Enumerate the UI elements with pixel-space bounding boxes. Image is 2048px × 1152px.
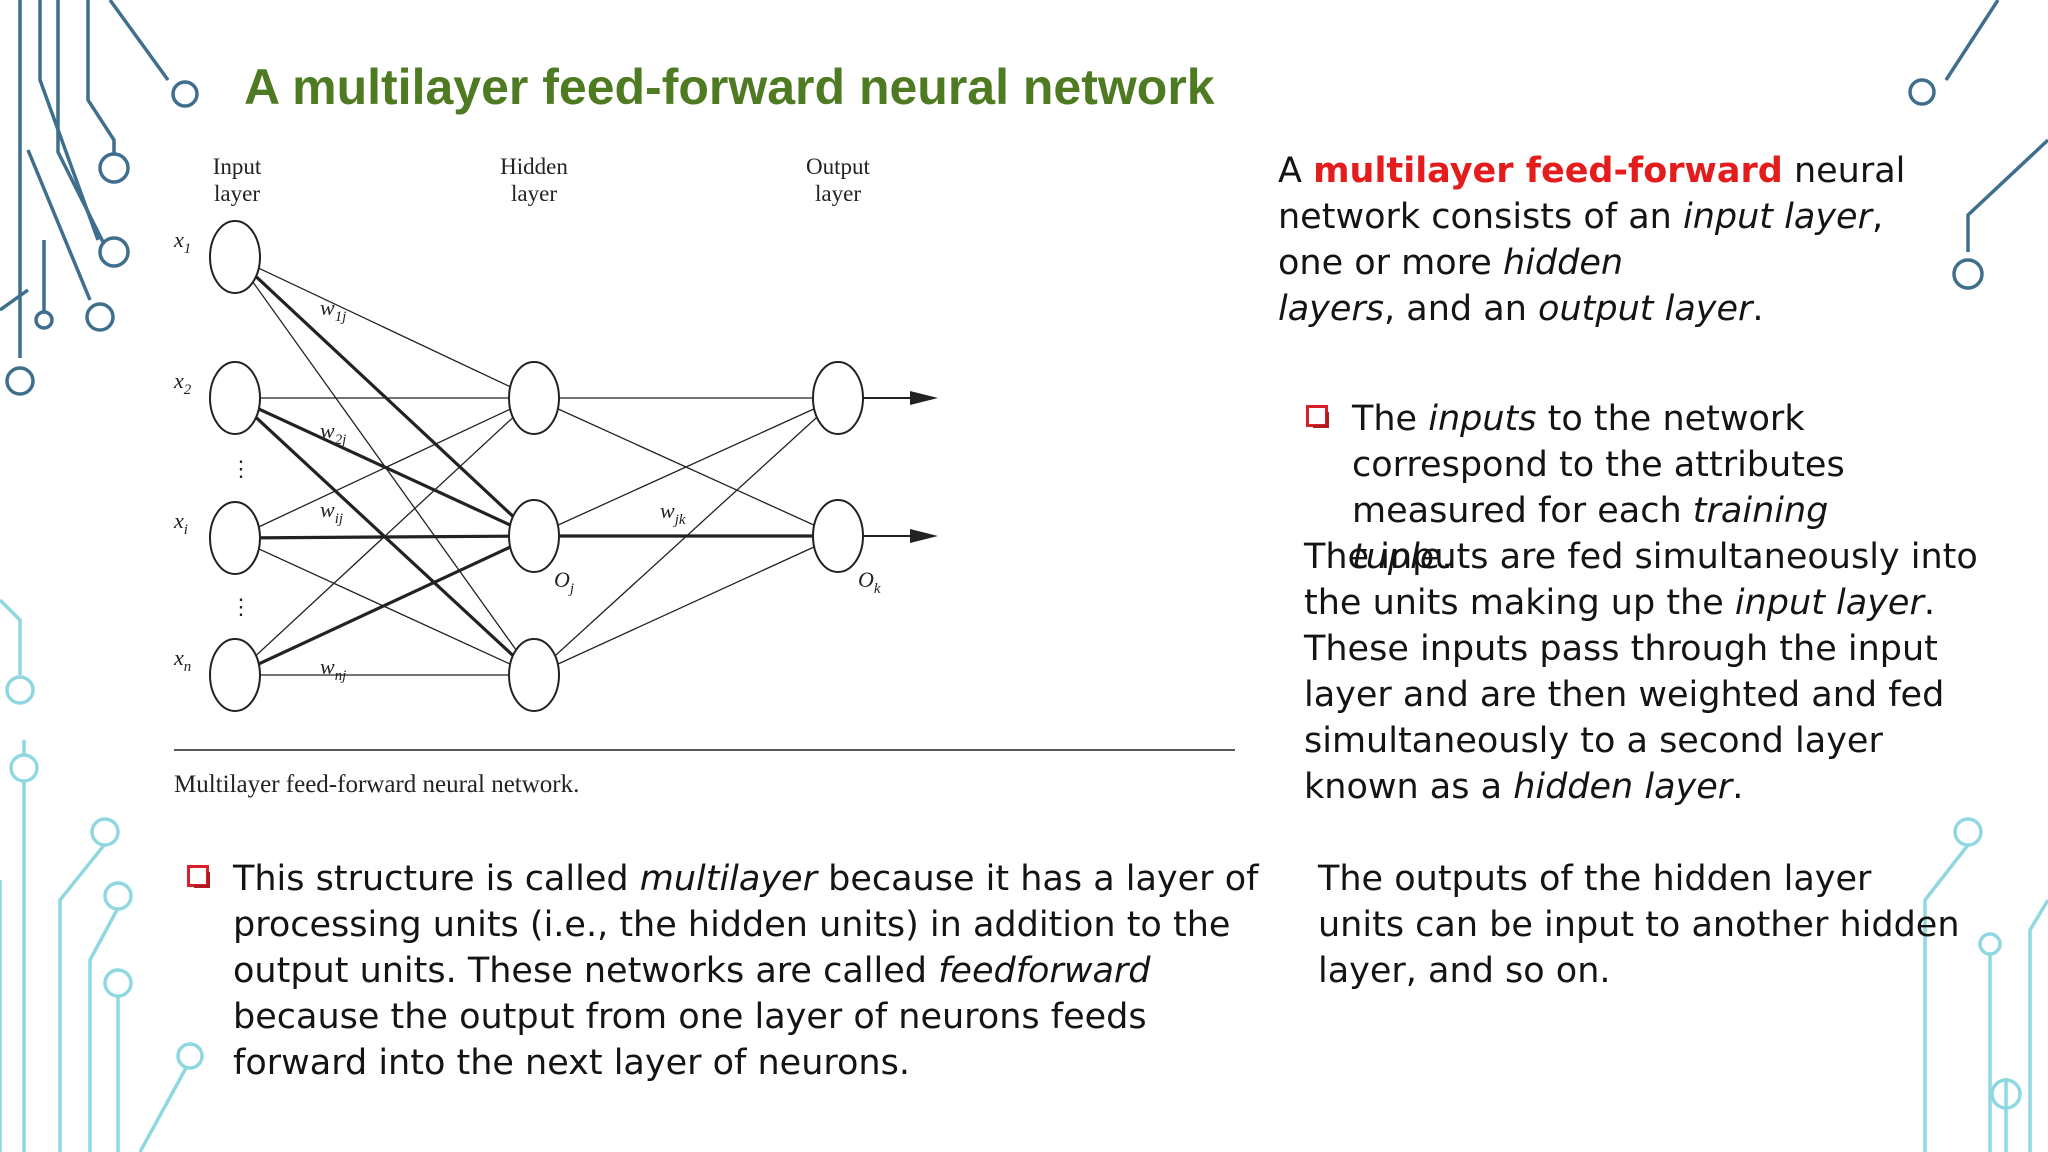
ellipsis: ⋮ bbox=[230, 594, 252, 619]
output-arrows bbox=[863, 391, 938, 543]
edge-hidden-output bbox=[533, 397, 839, 537]
network-edges bbox=[233, 255, 839, 677]
weight-label: wjk bbox=[660, 498, 686, 528]
hidden-output-label: Oj bbox=[554, 567, 574, 597]
weight-label: w2j bbox=[320, 418, 346, 448]
figure-caption: Multilayer feed-forward neural network. bbox=[174, 771, 579, 798]
input-variable-label: x2 bbox=[173, 368, 192, 398]
edge-input-hidden bbox=[234, 397, 535, 676]
edge-input-hidden bbox=[234, 396, 535, 538]
hidden-node bbox=[508, 638, 560, 712]
network-diagram: InputlayerHiddenlayerOutputlayerx1x2xixn… bbox=[173, 154, 1235, 798]
intro-highlight: multilayer feed-forward bbox=[1313, 151, 1783, 191]
bullet-icon bbox=[1306, 405, 1330, 429]
input-node bbox=[209, 501, 261, 575]
bullet-icon bbox=[187, 865, 211, 889]
layer-label: layer bbox=[511, 181, 557, 206]
output-node bbox=[812, 499, 864, 573]
edge-hidden-output bbox=[533, 535, 839, 676]
layer-label: layer bbox=[815, 181, 861, 206]
inputs-bullet: The inputs to the network correspond to … bbox=[1306, 396, 1922, 580]
input-node bbox=[209, 220, 261, 294]
input-node bbox=[209, 638, 261, 712]
layer-label: layer bbox=[214, 181, 260, 206]
network-nodes bbox=[209, 220, 864, 712]
output-label: Ok bbox=[858, 567, 881, 597]
structure-bullet: This structure is called multilayer beca… bbox=[187, 856, 1283, 1086]
weight-label: w1j bbox=[320, 295, 346, 325]
input-node bbox=[209, 361, 261, 435]
weight-label: wnj bbox=[320, 654, 346, 684]
edge-hidden-output bbox=[533, 397, 839, 676]
ellipsis: ⋮ bbox=[230, 456, 252, 481]
output-node bbox=[812, 361, 864, 435]
layer-label: Output bbox=[806, 154, 871, 179]
inputs-paragraph: The inputs are fed simultaneously into t… bbox=[1304, 537, 1978, 807]
arrow-head-icon bbox=[910, 529, 938, 543]
hidden-node bbox=[508, 499, 560, 573]
edge-input-hidden bbox=[234, 397, 535, 539]
input-variable-label: xi bbox=[173, 508, 188, 538]
input-variable-label: xn bbox=[173, 645, 191, 675]
weight-label: wij bbox=[320, 497, 343, 527]
edge-input-hidden bbox=[233, 255, 536, 538]
edge-input-hidden bbox=[234, 534, 535, 677]
diagram-labels: InputlayerHiddenlayerOutputlayerx1x2xixn… bbox=[173, 154, 881, 684]
edge-input-hidden bbox=[234, 256, 535, 399]
arrow-head-icon bbox=[910, 391, 938, 405]
layer-label: Hidden bbox=[500, 154, 568, 179]
slide-title: A multilayer feed-forward neural network bbox=[244, 59, 1215, 115]
hidden-node bbox=[508, 361, 560, 435]
outputs-paragraph: The outputs of the hidden layer units ca… bbox=[1318, 859, 1960, 991]
input-variable-label: x1 bbox=[173, 227, 191, 257]
intro-paragraph: A multilayer feed-forward neural network… bbox=[1278, 151, 1906, 329]
layer-label: Input bbox=[213, 154, 262, 179]
